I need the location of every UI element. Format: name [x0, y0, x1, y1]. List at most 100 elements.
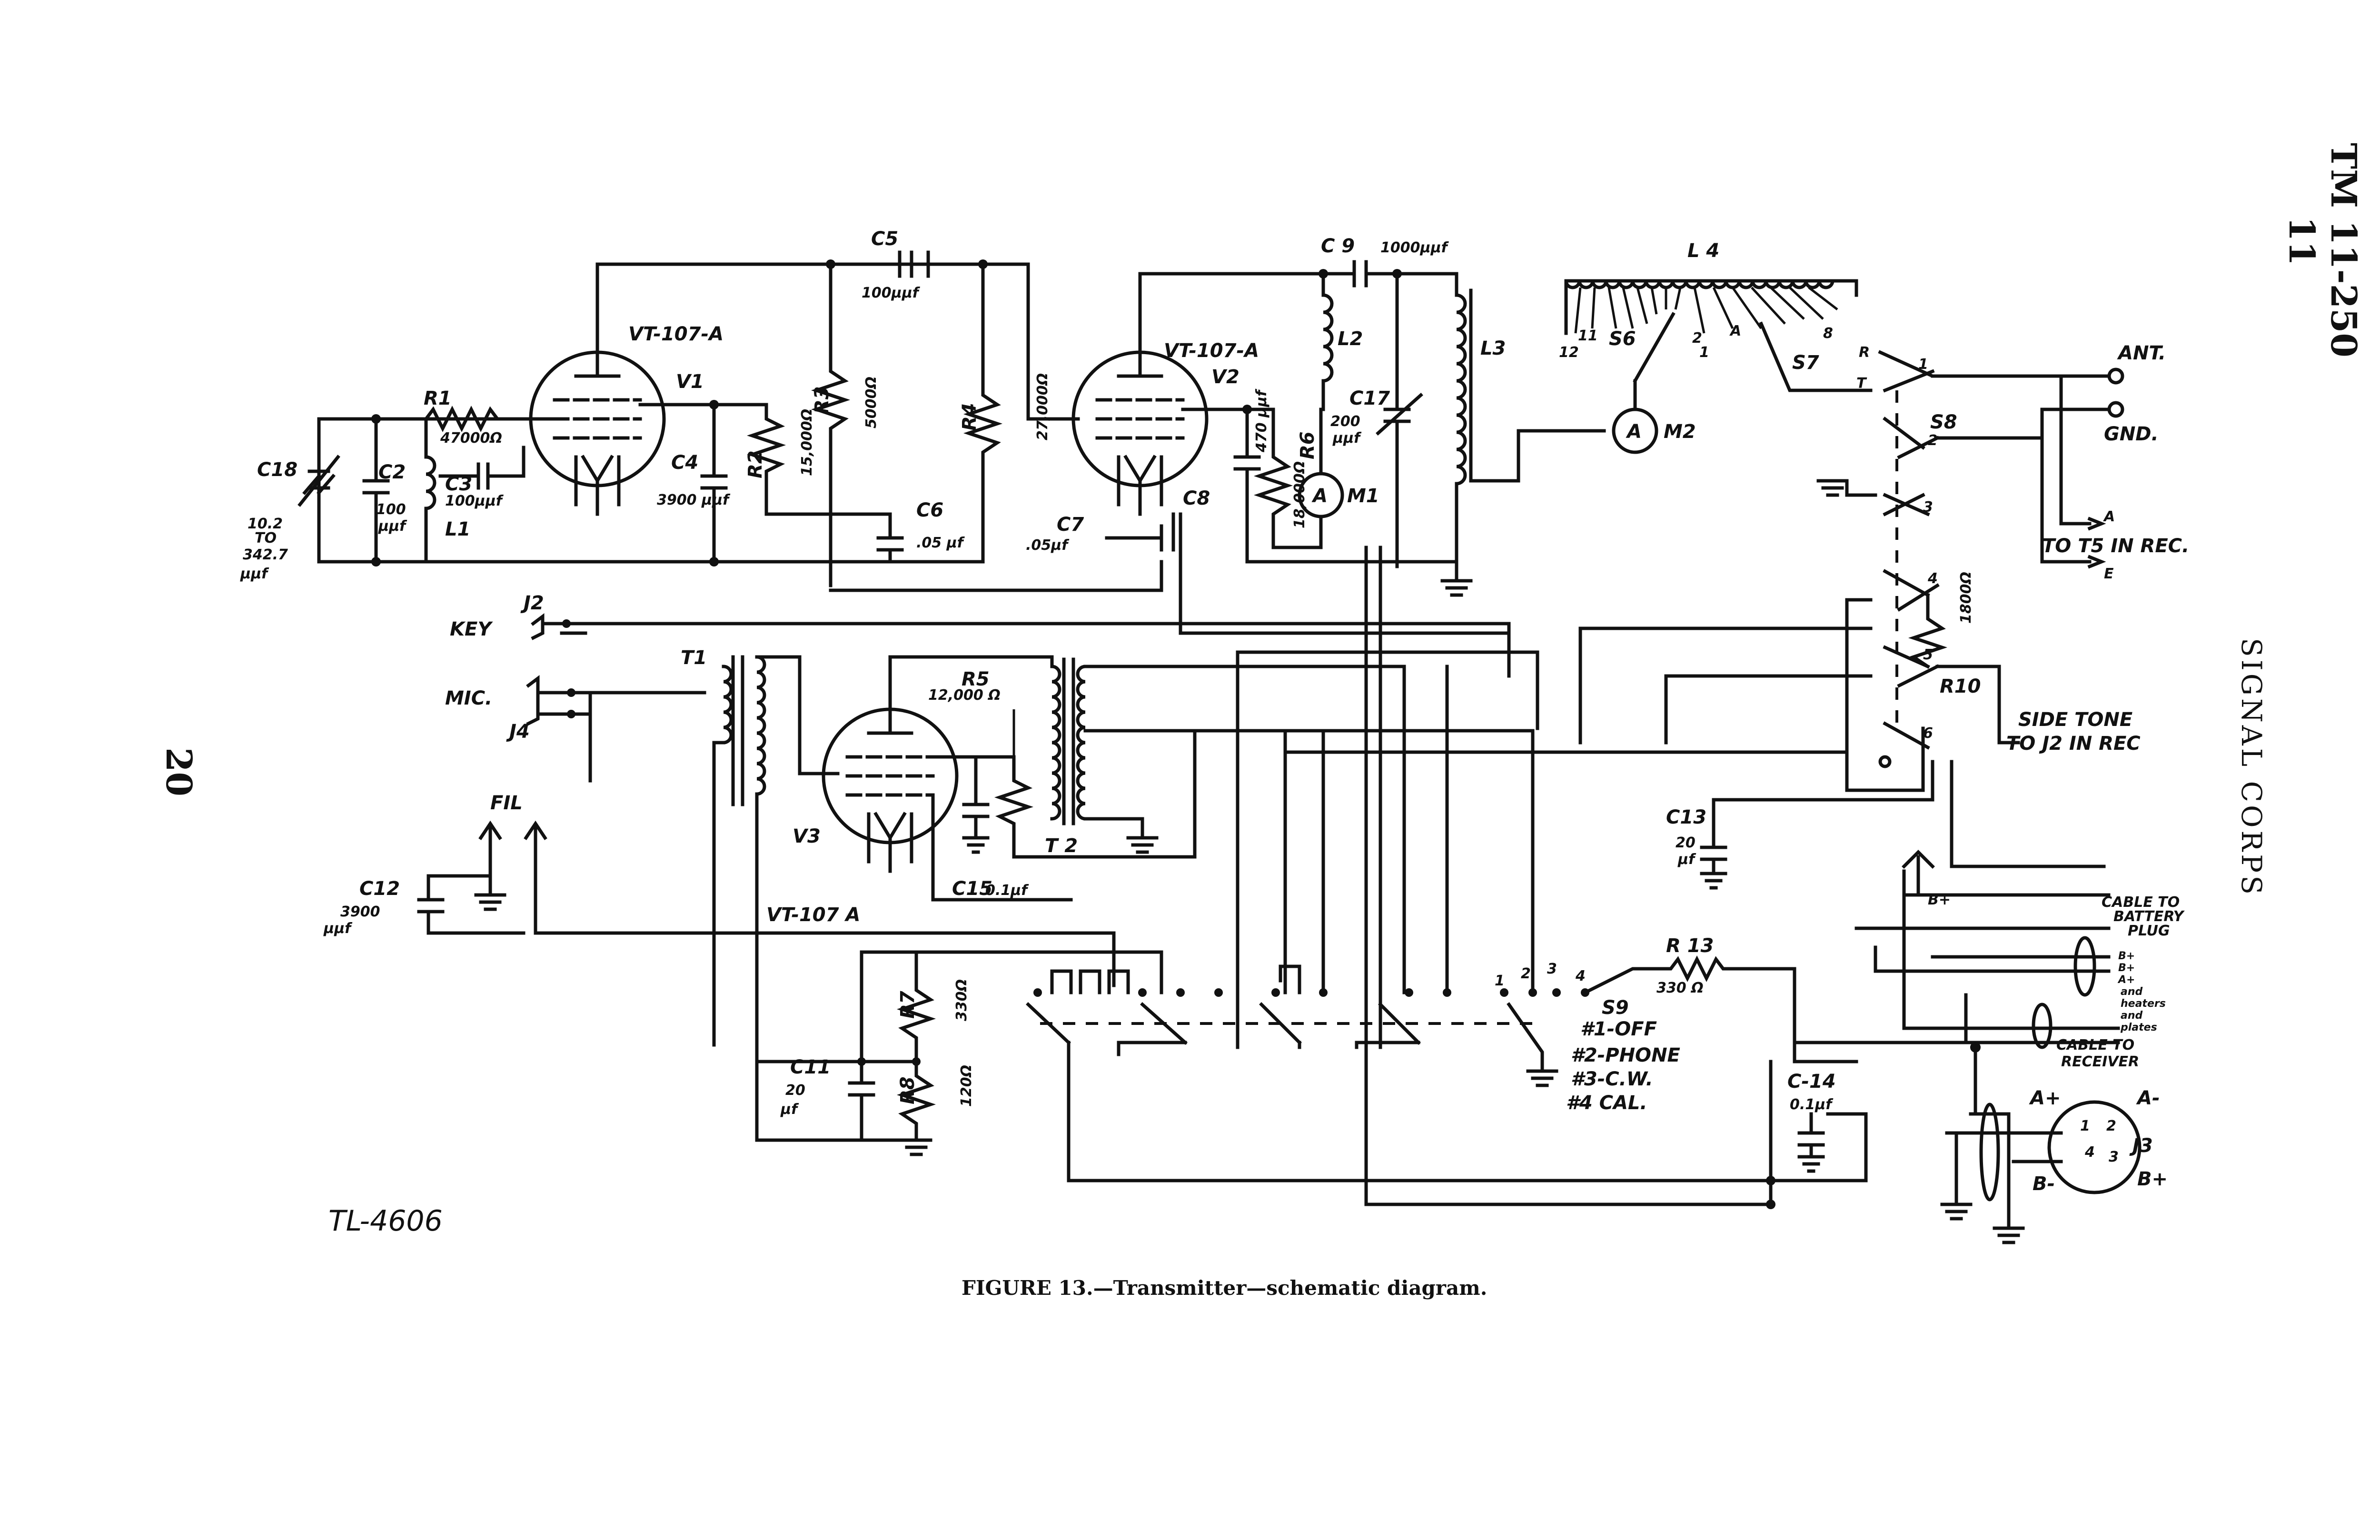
svg-text:R 13: R 13: [1666, 935, 1714, 957]
svg-text:plates: plates: [2120, 1022, 2157, 1033]
svg-text:VT-107-A: VT-107-A: [1164, 340, 1259, 362]
svg-text:FIL: FIL: [490, 792, 523, 814]
svg-text:J4: J4: [506, 721, 530, 743]
capacitor-c14: C-14 0.1μf: [1787, 1071, 1868, 1182]
capacitor-c7: C7 .05μf: [1026, 512, 1175, 554]
svg-text:2: 2: [1928, 432, 1938, 449]
meter-m2: A M2: [1612, 407, 1696, 454]
svg-text:A: A: [1311, 485, 1328, 507]
svg-text:C12: C12: [359, 878, 400, 900]
resistor-r5: R5 12,000 Ω: [928, 668, 1073, 859]
transformer-t2: T 2: [1045, 655, 1535, 857]
svg-text:200: 200: [1330, 413, 1360, 430]
svg-text:L1: L1: [445, 518, 470, 540]
svg-text:27,000Ω: 27,000Ω: [1034, 373, 1051, 440]
stage-1-oscillator: C18 10.2 TO 342.7 μμf C2 100 μμf R1 4700…: [240, 228, 1051, 587]
svg-text:B+: B+: [2118, 962, 2135, 974]
svg-text:V3: V3: [793, 825, 821, 847]
switch-s9: 1 2 3 4 S9 #1-OFF #2-PHONE #3-C.W. #4 CA…: [1026, 650, 1680, 1182]
svg-text:3900 μμf: 3900 μμf: [657, 492, 731, 508]
svg-text:15,000Ω: 15,000Ω: [799, 409, 815, 476]
svg-text:μf: μf: [1677, 851, 1696, 868]
svg-text:μμf: μμf: [240, 566, 269, 582]
tube-v2: VT-107-A V2: [1071, 340, 1259, 516]
svg-text:A-: A-: [2136, 1087, 2160, 1109]
svg-text:B+: B+: [1928, 892, 1951, 908]
svg-text:S8: S8: [1930, 411, 1957, 433]
svg-text:3: 3: [2109, 1149, 2119, 1165]
svg-text:#1-OFF: #1-OFF: [1580, 1018, 1657, 1040]
switch-s8: 1 S8 2 3 4 5 6 ANT. GND. A E TO T5 IN RE…: [1816, 342, 2189, 755]
svg-text:S7: S7: [1792, 352, 1819, 374]
svg-text:R2: R2: [744, 450, 766, 478]
svg-text:C13: C13: [1666, 806, 1706, 828]
svg-text:KEY: KEY: [450, 618, 493, 640]
battery-cable: B+ CABLE TO BATTERY PLUG B+ B+ A+ and he…: [1854, 760, 2185, 1070]
svg-text:47000Ω: 47000Ω: [440, 430, 502, 447]
svg-text:470 μμf: 470 μμf: [1253, 388, 1270, 453]
filament-terminals: FIL: [474, 792, 547, 935]
capacitor-c12: C12 3900 μμf: [323, 874, 526, 937]
capacitor-c17: C17 200 μμf: [1330, 272, 1423, 568]
svg-text:BATTERY: BATTERY: [2113, 908, 2185, 925]
capacitor-c18: C18 10.2 TO 342.7 μμf: [240, 455, 340, 582]
svg-text:4: 4: [2084, 1144, 2095, 1161]
svg-text:C-14: C-14: [1787, 1071, 1836, 1093]
svg-text:R5: R5: [962, 668, 990, 690]
svg-text:B+: B+: [2137, 1168, 2168, 1190]
svg-text:S9: S9: [1602, 997, 1629, 1019]
svg-text:100μμf: 100μμf: [445, 493, 504, 509]
capacitor-c15: C15 0.1μf: [952, 755, 1029, 900]
svg-text:1: 1: [1495, 973, 1505, 989]
svg-text:12,000 Ω: 12,000 Ω: [928, 687, 1001, 704]
svg-text:TO J2 IN REC: TO J2 IN REC: [2006, 733, 2141, 755]
svg-text:0.1μf: 0.1μf: [1790, 1096, 1834, 1113]
transformer-t1: T1: [588, 647, 840, 1142]
svg-text:C2: C2: [378, 461, 406, 483]
svg-text:6: 6: [1923, 725, 1933, 742]
svg-text:A: A: [1729, 323, 1741, 339]
svg-text:TO T5 IN REC.: TO T5 IN REC.: [2042, 535, 2189, 557]
svg-text:8: 8: [1823, 325, 1833, 342]
svg-text:1800Ω: 1800Ω: [1958, 572, 1974, 624]
svg-text:.05 μf: .05 μf: [916, 535, 965, 551]
svg-text:.05μf: .05μf: [1026, 537, 1070, 554]
svg-text:M2: M2: [1664, 421, 1696, 443]
r1-label: R1: [424, 387, 452, 409]
svg-text:and: and: [2121, 1010, 2143, 1022]
svg-text:VT-107-A: VT-107-A: [628, 323, 724, 345]
svg-text:C6: C6: [916, 499, 943, 521]
svg-text:330 Ω: 330 Ω: [1656, 980, 1704, 996]
resistor-r7: R7 330Ω: [896, 950, 970, 1063]
svg-text:VT-107 A: VT-107 A: [766, 904, 860, 926]
svg-text:10.2: 10.2: [248, 516, 283, 532]
svg-text:100μμf: 100μμf: [862, 285, 921, 301]
tank-l4-section: L 4 12 11 S6 2 1 A S7 8 A M2 R T: [1559, 240, 1873, 454]
svg-text:2: 2: [1521, 965, 1531, 982]
svg-text:#4 CAL.: #4 CAL.: [1566, 1092, 1647, 1114]
inductor-l1: L1: [424, 417, 470, 564]
svg-text:S6: S6: [1609, 328, 1636, 350]
resistor-r13: R 13 330 Ω: [1583, 935, 1858, 1063]
svg-text:C11: C11: [790, 1056, 831, 1078]
svg-text:GND.: GND.: [2104, 423, 2159, 445]
capacitor-c5: C5 100μμf: [829, 228, 985, 301]
svg-text:R6: R6: [1297, 431, 1319, 459]
svg-text:R4: R4: [959, 403, 981, 431]
inductor-l3: L3: [1455, 272, 1506, 568]
svg-text:2: 2: [2106, 1118, 2116, 1134]
svg-text:T1: T1: [681, 647, 707, 669]
page-number: 20: [158, 747, 199, 796]
svg-text:L 4: L 4: [1687, 240, 1719, 262]
svg-text:V1: V1: [676, 371, 704, 393]
svg-text:B+: B+: [2118, 950, 2135, 962]
svg-text:1: 1: [2080, 1118, 2090, 1134]
svg-text:342.7: 342.7: [243, 546, 288, 563]
svg-text:C18: C18: [257, 459, 298, 481]
svg-text:CABLE TO: CABLE TO: [2056, 1037, 2134, 1053]
svg-text:and: and: [2121, 986, 2143, 998]
running-title: SIGNAL CORPS: [2235, 638, 2268, 897]
svg-text:ANT.: ANT.: [2117, 342, 2166, 364]
